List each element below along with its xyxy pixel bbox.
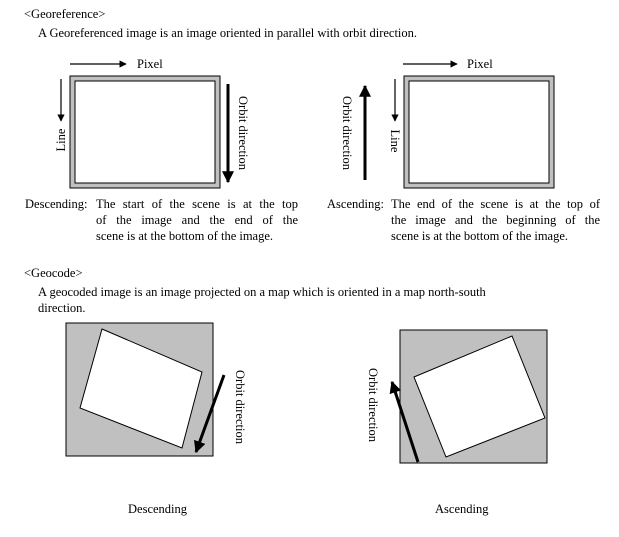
rotated-scene — [413, 335, 546, 458]
descending-caption-line-1: The start of the scene is at the top — [96, 197, 298, 211]
geocode-descending-orbit-label: Orbit direction — [233, 370, 247, 445]
ascending-caption-line-1: The end of the scene is at the top of — [391, 197, 600, 211]
descending-caption-line-2: of the image and the end of the — [96, 213, 298, 227]
georeference-description: A Georeferenced image is an image orient… — [38, 26, 418, 40]
orbit-arrow — [389, 380, 420, 463]
descending-caption-line-3: scene is at the bottom of the image. — [96, 229, 274, 243]
rotated-scene — [79, 328, 203, 449]
ascending-pixel-label: Pixel — [467, 57, 493, 71]
georeference-heading: <Georeference> — [24, 7, 106, 21]
scene-image — [408, 80, 550, 184]
ascending-caption-line-3: scene is at the bottom of the image. — [391, 229, 569, 243]
geocode-description-line-1: A geocoded image is an image projected o… — [38, 285, 486, 299]
ascending-caption-line-2: the image and the beginning of the — [391, 213, 600, 227]
geocode-descending-caption: Descending — [128, 502, 188, 516]
descending-orbit-label: Orbit direction — [236, 96, 250, 171]
geocode-descending-diagram — [65, 322, 226, 457]
georef-descending-diagram — [57, 60, 234, 189]
geocode-heading: <Geocode> — [24, 266, 83, 280]
geocode-ascending-orbit-label: Orbit direction — [366, 368, 380, 443]
geocode-ascending-caption: Ascending — [435, 502, 489, 516]
descending-pixel-label: Pixel — [137, 57, 163, 71]
descending-caption-lead: Descending: — [25, 197, 88, 211]
georef-ascending-diagram — [359, 60, 555, 189]
orbit-arrow — [194, 374, 226, 454]
ascending-caption-lead: Ascending: — [327, 197, 384, 211]
geocode-ascending-diagram — [389, 329, 548, 464]
geocode-description-line-2: direction. — [38, 301, 86, 315]
descending-line-label: Line — [54, 128, 68, 151]
scene-image — [74, 80, 216, 184]
ascending-orbit-label: Orbit direction — [340, 96, 354, 171]
ascending-line-label: Line — [388, 130, 402, 153]
